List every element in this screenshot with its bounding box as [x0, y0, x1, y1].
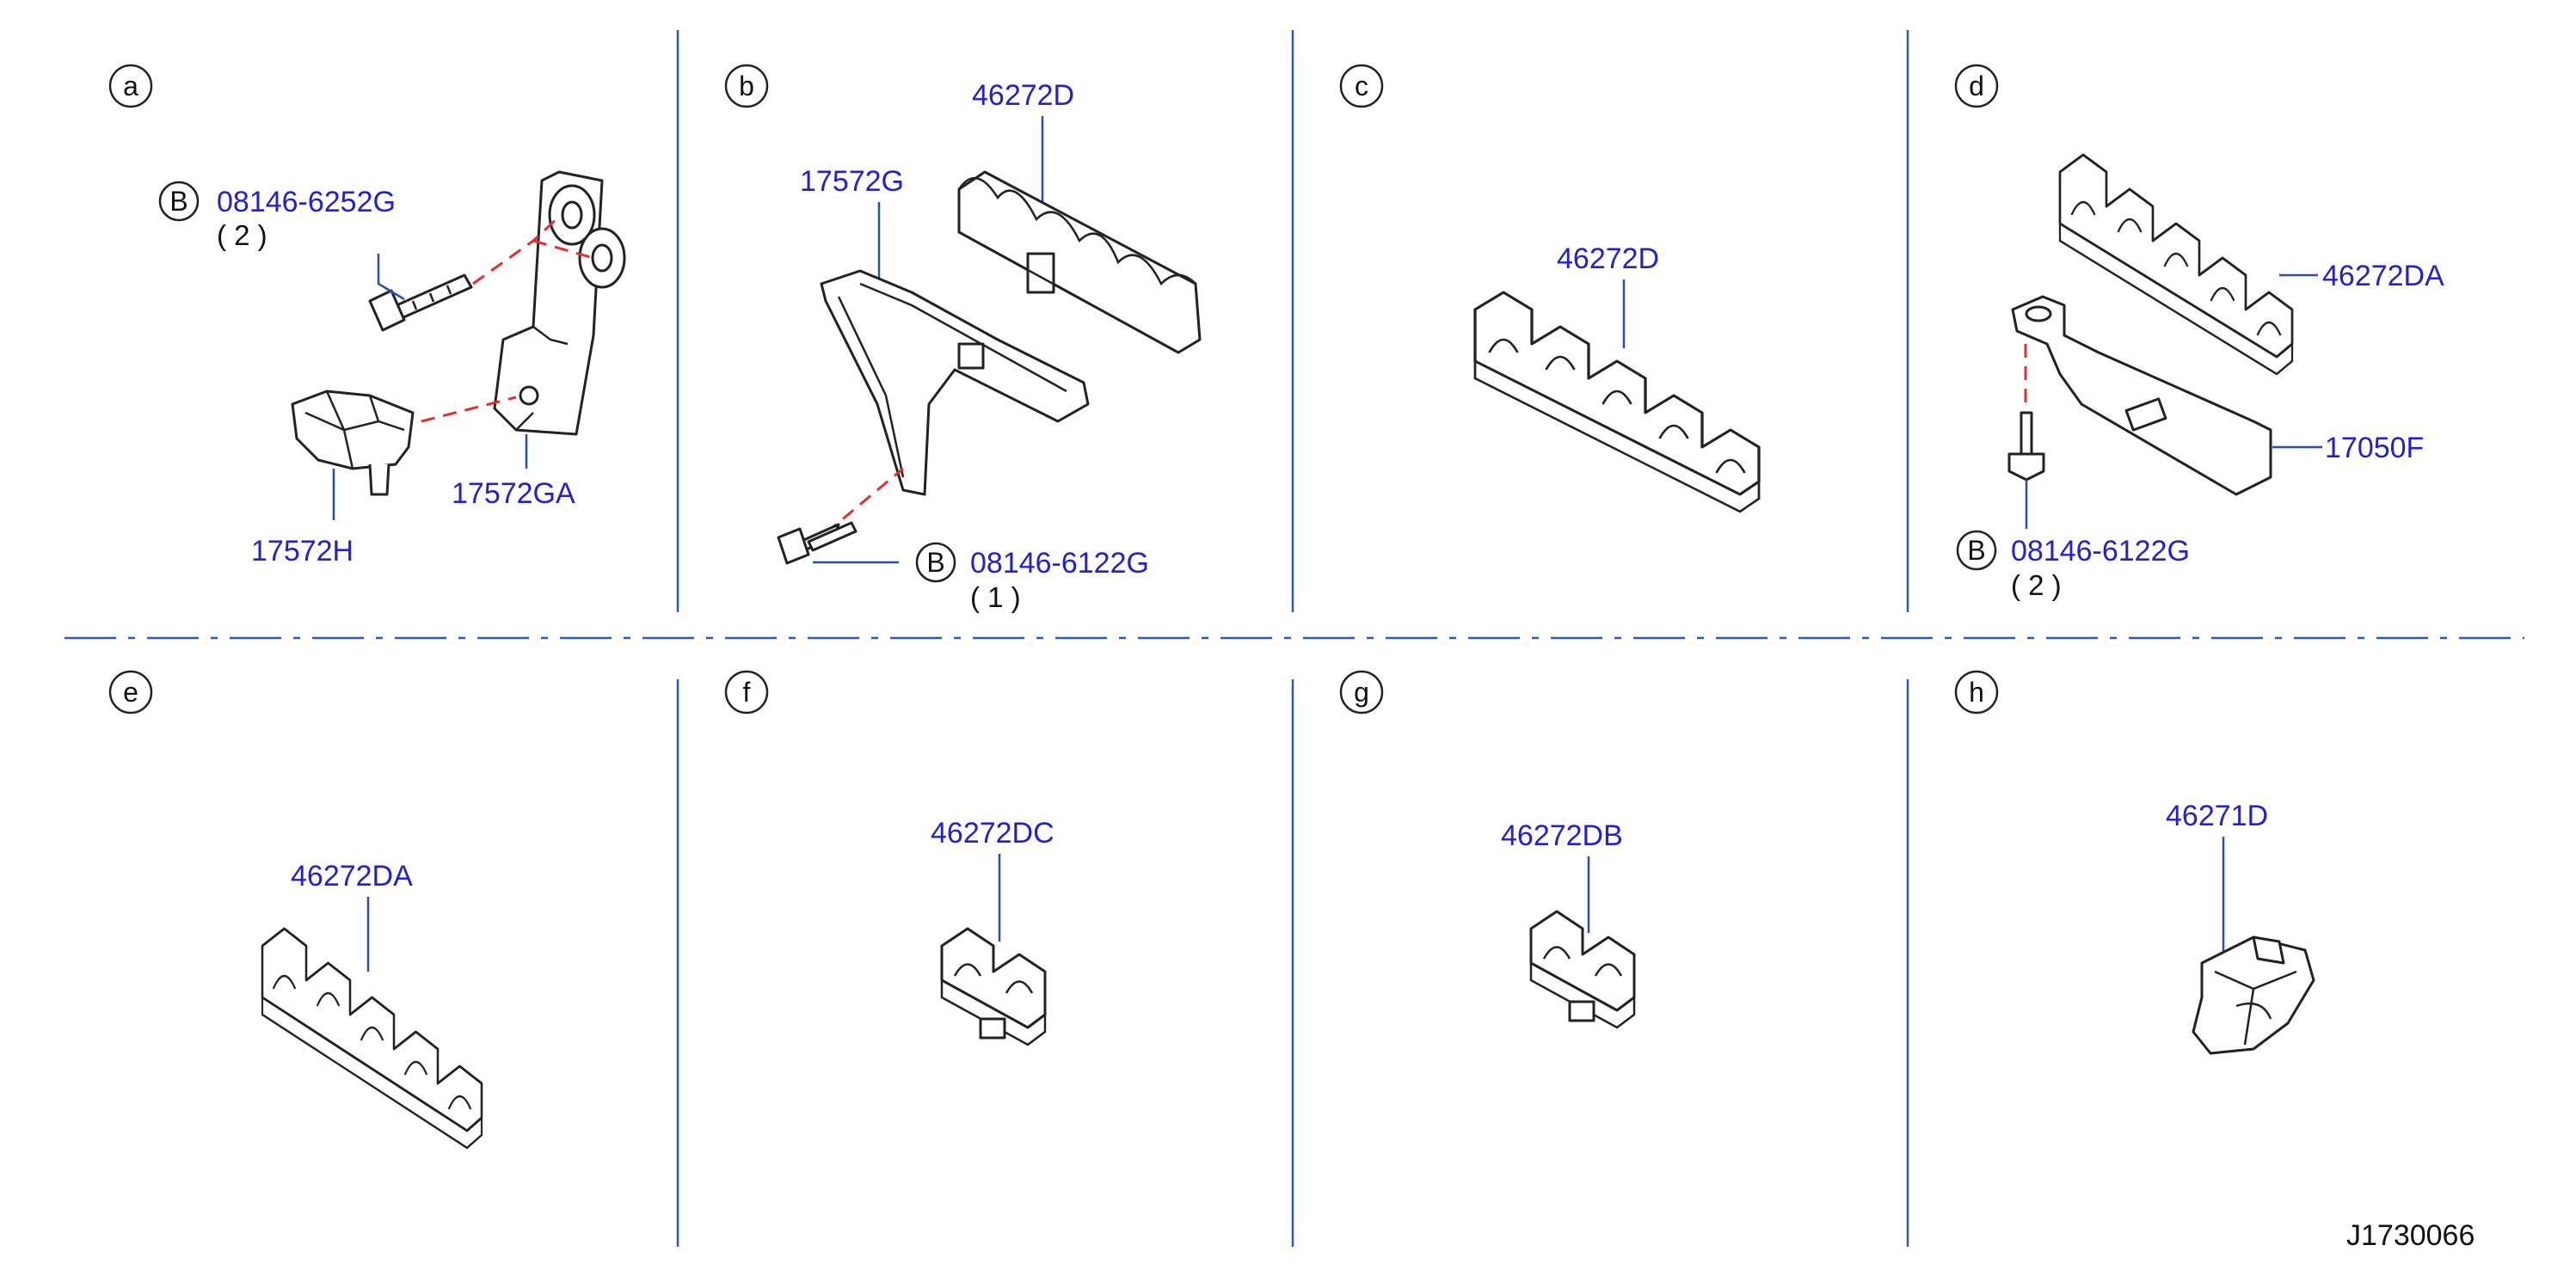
panel-g-letter: g	[1354, 677, 1369, 708]
panel-b-bolt-part-number[interactable]: 08146-6122G	[970, 547, 1149, 580]
clip-46272d-b-icon	[957, 170, 1202, 354]
panel-g: g 46272DB	[1339, 670, 1636, 1029]
panel-b: b 46272D 17572G B 08146-6122G ( 1 )	[724, 64, 1202, 613]
bracket-17572g-icon	[820, 269, 1090, 496]
part-46272d-b[interactable]: 46272D	[972, 79, 1074, 112]
panel-f: f 46272DC	[724, 670, 1054, 1046]
panel-f-letter: f	[743, 677, 751, 708]
clip-46271d-icon	[2192, 936, 2315, 1055]
clip-46272d-c-icon	[1473, 291, 1761, 513]
part-17572g[interactable]: 17572G	[800, 165, 904, 198]
bracket-17050f-icon	[2011, 295, 2272, 496]
panel-h-letter: h	[1969, 677, 1984, 708]
part-46272da-d[interactable]: 46272DA	[2322, 260, 2444, 292]
panel-c-letter: c	[1355, 71, 1368, 101]
diagram-code: J1730066	[2346, 1219, 2475, 1252]
panel-d: d 46272DA 17050F B 08146-6122G ( 2 )	[1954, 64, 2444, 601]
part-46272db[interactable]: 46272DB	[1501, 819, 1623, 852]
part-46271d[interactable]: 46271D	[2166, 800, 2268, 832]
panel-d-bolt-ref: B	[1967, 535, 1985, 566]
bracket-17572ga-icon	[493, 170, 626, 436]
panel-b-bolt-quantity: ( 1 )	[970, 581, 1021, 613]
panel-a-letter: a	[123, 71, 138, 101]
clip-46272dc-icon	[940, 927, 1047, 1046]
panel-h: h 46271D	[1954, 670, 2315, 1055]
panel-a-bolt-quantity: ( 2 )	[217, 219, 267, 251]
panel-d-bolt-part-number[interactable]: 08146-6122G	[2011, 535, 2190, 567]
part-17050f[interactable]: 17050F	[2325, 432, 2424, 464]
panel-a-bolt-part-number[interactable]: 08146-6252G	[217, 186, 396, 218]
panel-d-letter: d	[1969, 71, 1984, 101]
panel-a: a B 08146-6252G ( 2 ) 17572GA	[108, 64, 626, 567]
clip-46272db-icon	[1529, 910, 1636, 1029]
part-17572h[interactable]: 17572H	[251, 535, 354, 567]
panel-e: e 46272DA	[108, 670, 483, 1150]
panel-a-bolt-ref: B	[169, 186, 188, 217]
part-46272dc[interactable]: 46272DC	[931, 817, 1054, 850]
panel-c: c 46272D	[1339, 64, 1761, 513]
bolt-a-icon	[368, 273, 473, 332]
panel-d-bolt-quantity: ( 2 )	[2011, 569, 2062, 601]
clip-46272da-d-icon	[2058, 153, 2294, 376]
panel-b-bolt-ref: B	[926, 547, 944, 578]
bolt-d-icon	[2007, 411, 2045, 482]
panel-e-letter: e	[123, 677, 138, 708]
part-46272da-e[interactable]: 46272DA	[291, 860, 413, 893]
bolt-b-icon	[777, 521, 858, 565]
part-17572ga[interactable]: 17572GA	[452, 477, 575, 510]
clip-17572h-icon	[291, 390, 415, 496]
part-46272d-c[interactable]: 46272D	[1557, 242, 1659, 275]
panel-b-letter: b	[739, 71, 754, 101]
clip-46272da-e-icon	[261, 927, 483, 1150]
